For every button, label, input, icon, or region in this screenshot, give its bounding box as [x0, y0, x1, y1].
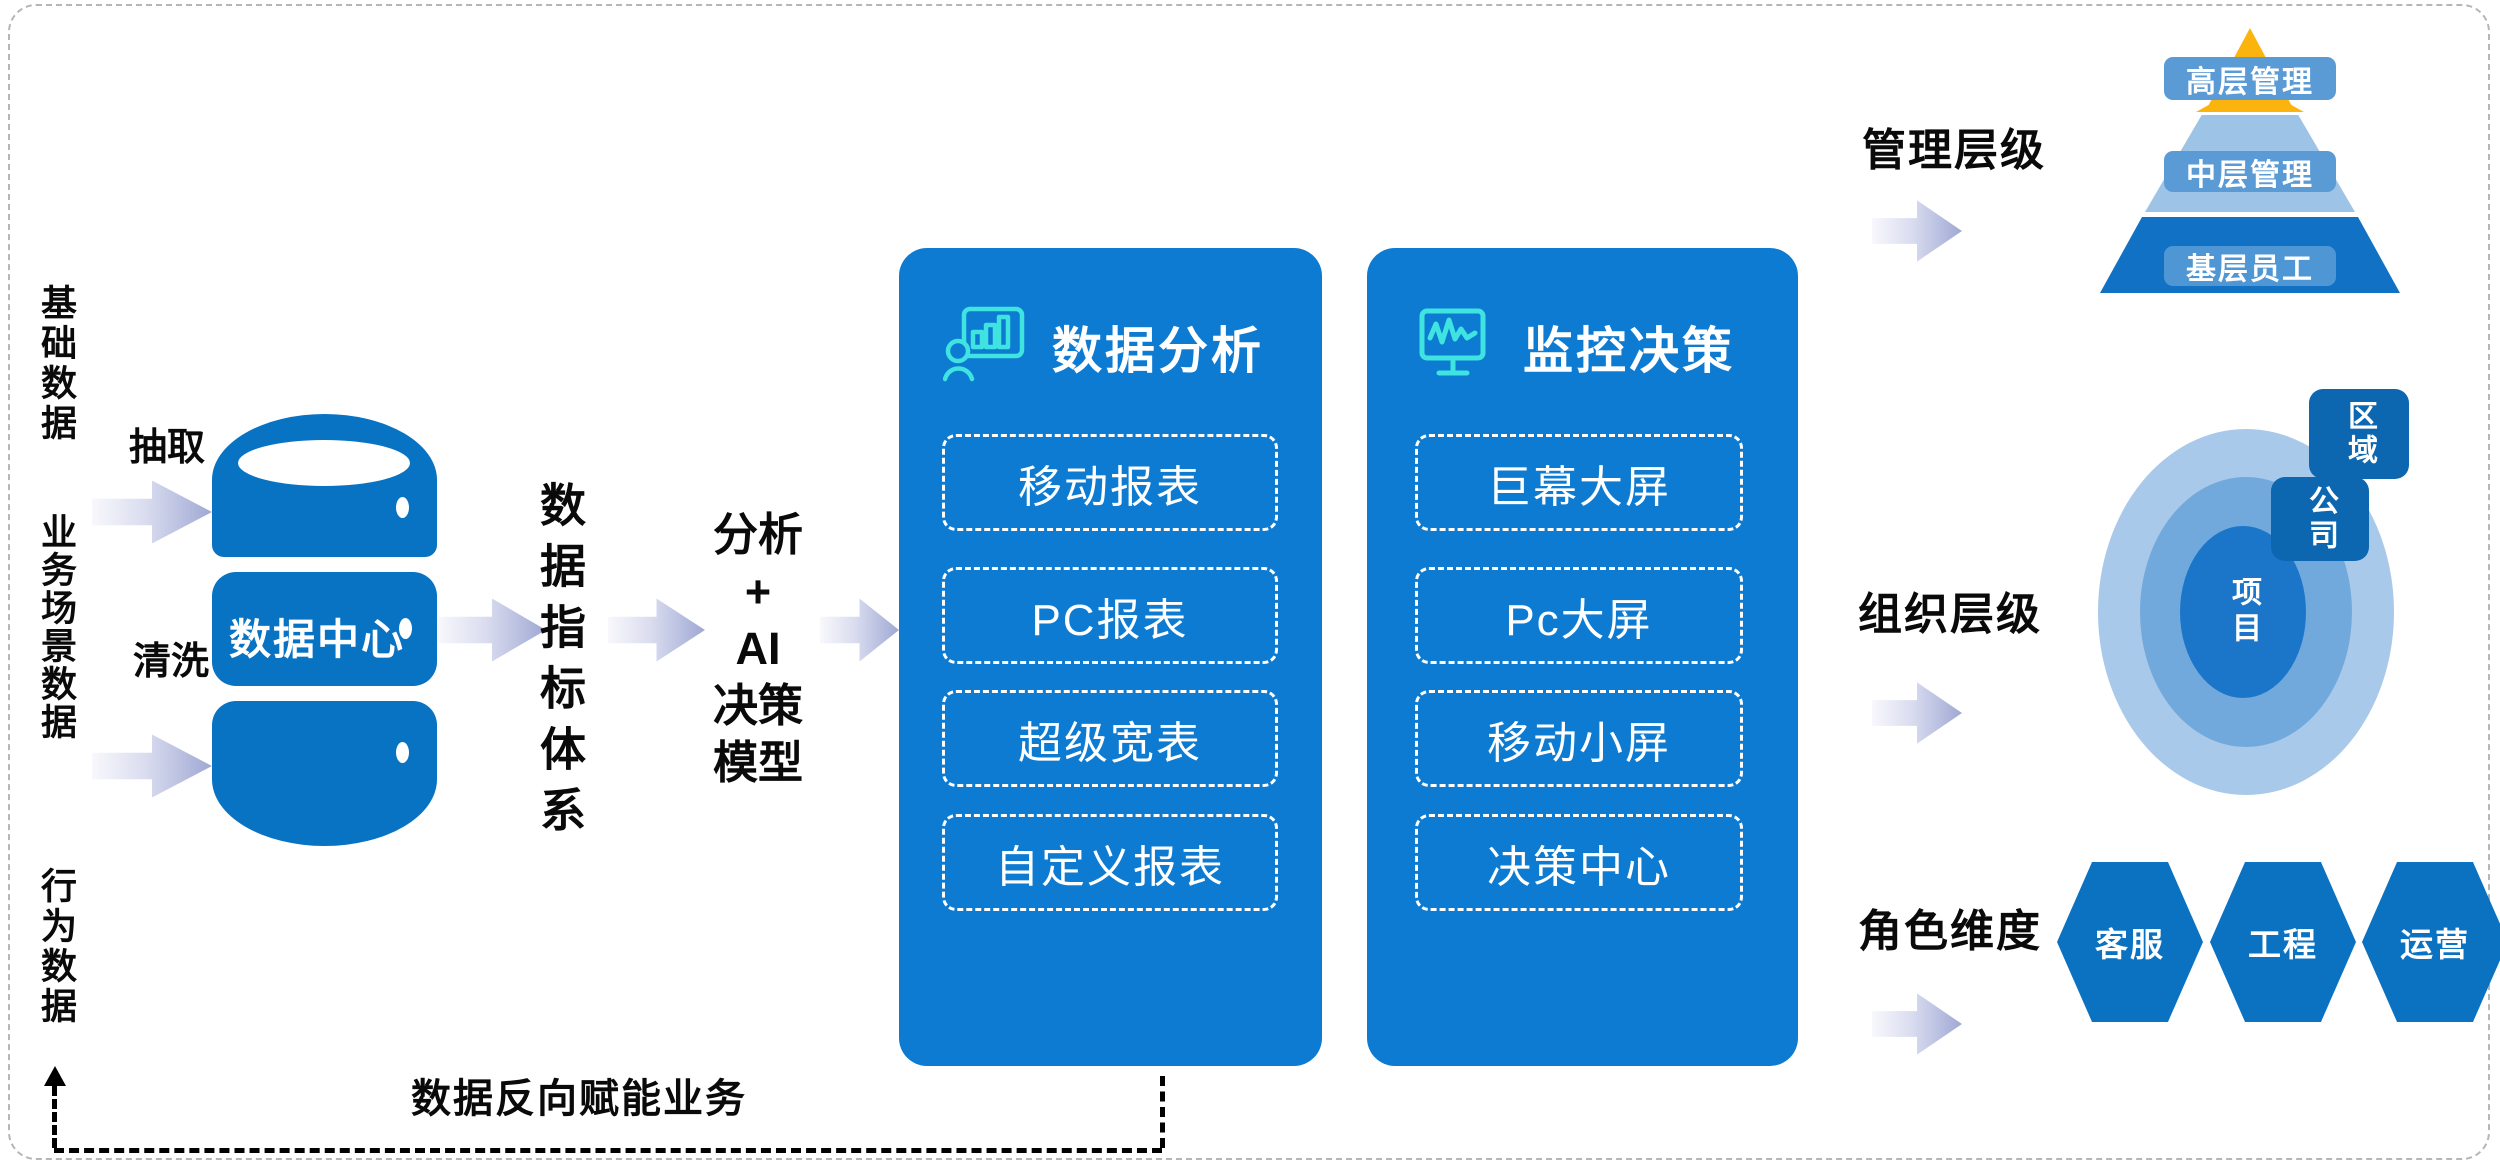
- source-label-basic-data: 基础数据: [36, 284, 77, 444]
- extract-label: 抽取: [129, 427, 206, 469]
- management-hierarchy-label: 管理层级: [1862, 126, 2046, 175]
- feedback-line-right: [1160, 1076, 1165, 1148]
- monitor-decision-panel: 监控决策 巨幕大屏 Pc大屏 移动小屏 决策中心: [1367, 248, 1798, 1066]
- model-line: +: [744, 566, 772, 617]
- model-line: 决策: [712, 680, 803, 731]
- diagram-frame: [8, 4, 2490, 1160]
- level-base-staff: 基层员工: [2164, 246, 2336, 286]
- level-top-management: 高层管理: [2164, 57, 2336, 100]
- database-cylinder-opening: [238, 440, 410, 486]
- level-middle-management: 中层管理: [2164, 151, 2336, 192]
- database-cylinder-bottom: [212, 701, 437, 846]
- org-tag-company-label: 公司: [2304, 485, 2337, 553]
- monitor-item-decision-center: 决策中心: [1415, 814, 1743, 911]
- source-label-business-scene-data: 业务场景数据: [36, 513, 77, 741]
- data-analysis-panel: 数据分析 移动报表 PC报表 超级宽表 自定义报表: [899, 248, 1322, 1066]
- role-hexagon-customer-service: 客服: [2057, 862, 2203, 1022]
- analysis-item-pc-report: PC报表: [942, 567, 1278, 664]
- organization-hierarchy-label: 组织层级: [1858, 590, 2042, 639]
- data-center-label: 数据中心: [228, 616, 405, 663]
- model-line: 分析: [712, 509, 803, 560]
- org-tag-region: 区域: [2309, 389, 2409, 479]
- monitor-decision-title: 监控决策: [1523, 323, 1735, 379]
- monitor-item-mobile-screen: 移动小屏: [1415, 690, 1743, 787]
- database-indicator-dot: [396, 742, 409, 763]
- org-tag-company: 公司: [2271, 477, 2369, 561]
- role-hexagon-engineering: 工程: [2210, 862, 2356, 1022]
- source-label-behavior-data: 行为数据: [36, 867, 77, 1027]
- data-analysis-title: 数据分析: [1052, 323, 1264, 379]
- org-center-project-label: 项目: [2227, 576, 2260, 648]
- monitor-item-pc-screen: Pc大屏: [1415, 567, 1743, 664]
- analysis-item-custom-report: 自定义报表: [942, 814, 1278, 911]
- ai-decision-model-label: 分析 + AI 决策 模型: [692, 506, 824, 791]
- role-dimension-label: 角色维度: [1858, 907, 2042, 956]
- model-line: AI: [735, 623, 781, 674]
- database-indicator-dot: [399, 618, 412, 639]
- database-indicator-dot: [396, 497, 409, 518]
- monitor-item-giant-screen: 巨幕大屏: [1415, 434, 1743, 531]
- feedback-line-bottom: [54, 1148, 1162, 1153]
- org-ring-inner: 项目: [2180, 526, 2306, 698]
- model-line: 模型: [712, 737, 803, 788]
- analysis-item-mobile-report: 移动报表: [942, 434, 1278, 531]
- indicator-system-label: 数据指标体系: [534, 481, 586, 847]
- org-tag-region-label: 区域: [2343, 400, 2376, 468]
- feedback-line-left: [52, 1086, 57, 1148]
- feedback-label: 数据反向赋能业务: [411, 1077, 747, 1121]
- clean-label: 清洗: [133, 641, 210, 683]
- monitor-pulse-icon: [1419, 308, 1486, 376]
- analysis-item-super-wide-table: 超级宽表: [942, 690, 1278, 787]
- analyst-chart-board-icon: [943, 306, 1025, 382]
